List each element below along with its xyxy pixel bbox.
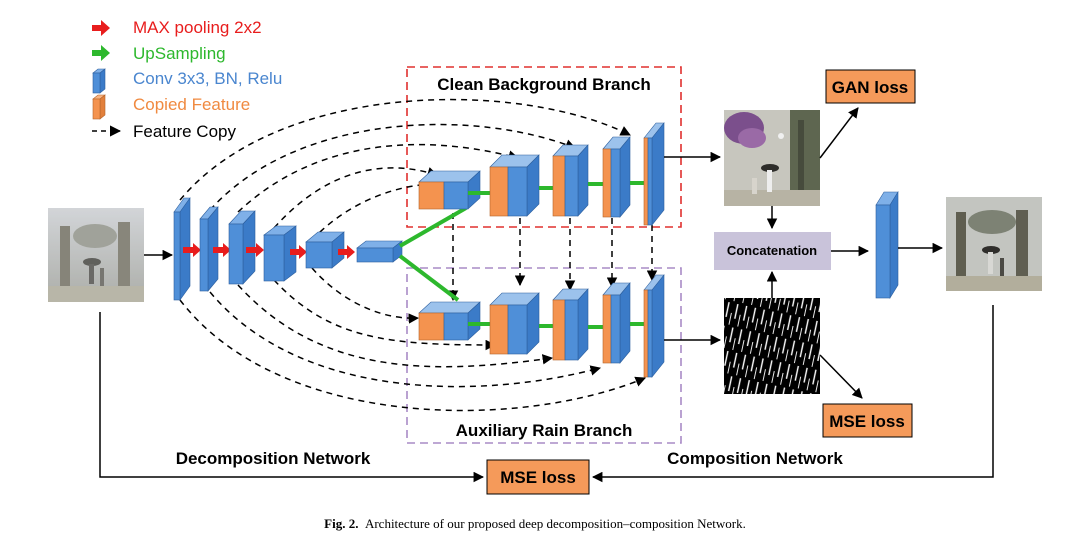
rain-copied-1 xyxy=(418,312,445,341)
skip-arc-bottom-2 xyxy=(209,291,602,388)
clean-background-image xyxy=(724,110,820,206)
skip-arc-top-3 xyxy=(237,143,520,213)
rain-copied-2 xyxy=(489,304,509,355)
mse-loss-rain-box xyxy=(822,403,913,438)
clean-conv-1 xyxy=(443,181,469,210)
input-to-mse-line xyxy=(99,312,485,483)
maxpool-arrow-1 xyxy=(183,243,201,257)
encoder-conv-3 xyxy=(228,210,256,285)
gan-loss-label: GAN loss xyxy=(832,78,909,97)
concatenation-label: Concatenation xyxy=(727,243,817,258)
output-derained-image xyxy=(946,197,1042,291)
rain-conv-1 xyxy=(443,312,469,341)
clean-copied-4 xyxy=(602,148,612,218)
encoder-conv-5 xyxy=(305,231,345,269)
clean-copied-1 xyxy=(418,181,445,210)
maxpool-legend-icon xyxy=(92,20,110,36)
encoder-blocks xyxy=(173,197,403,301)
legend-conv-label: Conv 3x3, BN, Relu xyxy=(133,69,282,88)
upsampling-split-rain xyxy=(398,254,460,302)
upsampling-split-clean xyxy=(399,206,467,248)
conv-legend-icon xyxy=(92,68,106,94)
clean-copied-2 xyxy=(489,166,509,217)
figure-caption-text: Architecture of our proposed deep decomp… xyxy=(364,516,746,531)
rain-conv-2 xyxy=(507,304,528,355)
clean-to-gan-arrow xyxy=(819,107,859,159)
copied-feature-legend-icon xyxy=(92,94,106,120)
maxpool-arrow-3 xyxy=(246,243,264,257)
rain-branch-box xyxy=(406,267,682,444)
clean-conv-2 xyxy=(507,166,528,217)
skip-arc-bottom-5 xyxy=(311,267,420,324)
rain-branch-blocks xyxy=(418,274,665,378)
mse-loss-bottom-label: MSE loss xyxy=(500,468,576,487)
rain-to-mse-arrow xyxy=(819,354,863,399)
maxpool-arrow-5 xyxy=(338,245,355,259)
skip-arc-top-5 xyxy=(311,184,421,241)
rain-branch-title: Auxiliary Rain Branch xyxy=(456,421,633,440)
rain-conv-5 xyxy=(647,289,653,378)
legend-maxpool-label: MAX pooling 2x2 xyxy=(133,18,262,37)
clean-copied-3 xyxy=(552,155,566,217)
clean-branch-box xyxy=(406,66,682,228)
mse-loss-bottom-box xyxy=(486,459,590,495)
composition-network-title: Composition Network xyxy=(667,449,843,468)
skip-arc-bottom-1 xyxy=(179,299,646,412)
clean-branch-blocks xyxy=(418,122,665,226)
clean-copied-5 xyxy=(643,137,649,226)
clean-conv-5 xyxy=(647,137,653,226)
rain-streak-image xyxy=(724,298,820,394)
legend-copied-label: Copied Feature xyxy=(133,95,250,114)
figure-caption-label: Fig. 2. xyxy=(324,516,359,531)
skip-arc-bottom-4 xyxy=(273,279,497,351)
rain-copied-5 xyxy=(643,289,649,378)
clean-branch-title: Clean Background Branch xyxy=(437,75,651,94)
output-to-mse-line xyxy=(591,305,994,483)
concatenation-box xyxy=(714,232,831,270)
legend-upsampling-label: UpSampling xyxy=(133,44,226,63)
upsampling-legend-icon xyxy=(92,45,110,61)
input-rainy-image xyxy=(48,208,144,302)
legend-feature-copy-label: Feature Copy xyxy=(133,122,236,141)
mse-loss-rain-label: MSE loss xyxy=(829,412,905,431)
clean-conv-4 xyxy=(610,148,621,218)
composition-conv-block xyxy=(875,190,899,300)
gan-loss-box xyxy=(825,69,916,104)
legend: MAX pooling 2x2 UpSampling Conv 3x3, BN,… xyxy=(92,18,282,141)
skip-arc-bottom-3 xyxy=(237,284,554,368)
rain-conv-4 xyxy=(610,294,621,364)
figure-caption: Fig. 2. Architecture of our proposed dee… xyxy=(0,516,1070,532)
clean-conv-3 xyxy=(564,155,579,217)
maxpool-arrow-4 xyxy=(290,245,307,259)
maxpool-arrow-2 xyxy=(213,243,231,257)
feature-copy-connections xyxy=(179,98,658,412)
decomposition-network-title: Decomposition Network xyxy=(176,449,371,468)
skip-arc-top-2 xyxy=(209,123,576,211)
rain-copied-3 xyxy=(552,299,566,361)
rain-copied-4 xyxy=(602,294,612,364)
encoder-bottleneck xyxy=(356,240,403,263)
rain-conv-3 xyxy=(564,299,579,361)
skip-arc-top-4 xyxy=(273,167,439,229)
